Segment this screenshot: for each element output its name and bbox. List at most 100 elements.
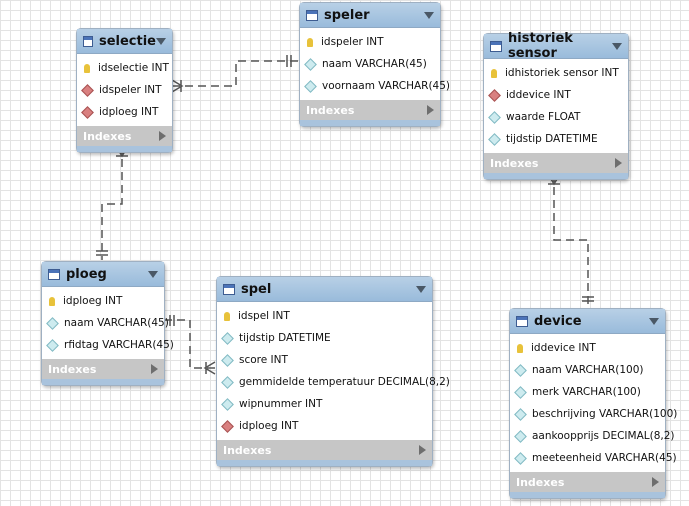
table-header[interactable]: device	[510, 309, 665, 334]
column-icon	[488, 132, 501, 146]
column-label: idspeler INT	[321, 36, 384, 48]
collapse-caret-icon[interactable]	[424, 11, 434, 19]
column-label: iddevice INT	[531, 342, 596, 354]
column-row[interactable]: idploeg INT	[217, 415, 432, 437]
table-historiek-sensor[interactable]: historiek sensor idhistoriek sensor INT …	[483, 31, 629, 180]
column-row[interactable]: idspeler INT	[77, 79, 172, 101]
column-icon	[514, 407, 527, 421]
column-label: wipnummer INT	[239, 398, 323, 410]
table-ploeg[interactable]: ploeg idploeg INT naam VARCHAR(45) rfidt…	[41, 261, 174, 386]
indexes-bar[interactable]: Indexes	[300, 100, 440, 120]
table-footer	[217, 460, 432, 466]
indexes-label: Indexes	[83, 129, 132, 143]
collapse-caret-icon[interactable]	[156, 37, 166, 45]
column-row[interactable]: idselectie INT	[77, 57, 172, 79]
table-header[interactable]: selectie	[77, 29, 172, 54]
expand-arrow-icon[interactable]	[151, 364, 158, 374]
column-row[interactable]: idploeg INT	[77, 101, 172, 123]
table-icon	[516, 315, 528, 327]
expand-arrow-icon[interactable]	[652, 477, 659, 487]
relation-ploeg-selectie	[101, 146, 123, 260]
indexes-bar[interactable]: Indexes	[77, 126, 172, 146]
table-device[interactable]: device iddevice INT naam VARCHAR(100) me…	[509, 308, 677, 499]
foreign-key-icon	[81, 105, 94, 119]
column-row[interactable]: idhistoriek sensor INT	[484, 62, 628, 84]
column-label: score INT	[239, 354, 288, 366]
column-row[interactable]: rfidtag VARCHAR(45)	[42, 334, 174, 356]
column-row[interactable]: idspel INT	[217, 305, 432, 327]
column-row[interactable]: gemmidelde temperatuur DECIMAL(8,2)	[217, 371, 450, 393]
column-row[interactable]: idspeler INT	[300, 31, 440, 53]
column-row[interactable]: naam VARCHAR(45)	[42, 312, 169, 334]
column-row[interactable]: naam VARCHAR(100)	[510, 359, 665, 381]
column-icon	[514, 363, 527, 377]
collapse-caret-icon[interactable]	[612, 42, 622, 50]
column-icon	[46, 316, 59, 330]
expand-arrow-icon[interactable]	[419, 445, 426, 455]
table-footer	[300, 120, 440, 126]
column-row[interactable]: beschrijving VARCHAR(100)	[510, 403, 677, 425]
column-label: idspel INT	[238, 310, 290, 322]
column-icon	[46, 338, 59, 352]
indexes-bar[interactable]: Indexes	[42, 359, 164, 379]
table-selectie[interactable]: selectie idselectie INT idspeler INT idp…	[76, 28, 173, 153]
column-row[interactable]: naam VARCHAR(45)	[300, 53, 440, 75]
relation-speler-selectie	[172, 60, 298, 87]
column-row[interactable]: merk VARCHAR(100)	[510, 381, 665, 403]
foreign-key-icon	[221, 419, 234, 433]
column-row[interactable]: voornaam VARCHAR(45)	[300, 75, 450, 97]
column-label: rfidtag VARCHAR(45)	[64, 339, 174, 351]
indexes-label: Indexes	[306, 103, 355, 117]
primary-key-icon	[491, 68, 497, 78]
table-header[interactable]: spel	[217, 277, 432, 302]
primary-key-icon	[224, 311, 230, 321]
indexes-bar[interactable]: Indexes	[510, 472, 665, 492]
column-label: aankoopprijs DECIMAL(8,2)	[532, 430, 675, 442]
column-row[interactable]: idploeg INT	[42, 290, 164, 312]
column-label: naam VARCHAR(100)	[532, 364, 644, 376]
column-row[interactable]: aankoopprijs DECIMAL(8,2)	[510, 425, 675, 447]
expand-arrow-icon[interactable]	[427, 105, 434, 115]
column-icon	[488, 110, 501, 124]
indexes-bar[interactable]: Indexes	[484, 153, 628, 173]
table-header[interactable]: ploeg	[42, 262, 164, 287]
table-footer	[510, 492, 665, 498]
column-row[interactable]: tijdstip DATETIME	[484, 128, 628, 150]
table-header[interactable]: historiek sensor	[484, 31, 628, 61]
column-row[interactable]: score INT	[217, 349, 432, 371]
table-icon	[490, 40, 502, 52]
column-label: gemmidelde temperatuur DECIMAL(8,2)	[239, 376, 450, 388]
column-label: voornaam VARCHAR(45)	[322, 80, 451, 92]
expand-arrow-icon[interactable]	[615, 158, 622, 168]
relation-ploeg-spel	[164, 319, 215, 369]
column-label: beschrijving VARCHAR(100)	[532, 408, 678, 420]
column-icon	[221, 397, 234, 411]
column-icon	[221, 353, 234, 367]
table-spel[interactable]: spel idspel INT tijdstip DATETIME score …	[216, 276, 450, 467]
indexes-label: Indexes	[223, 443, 272, 457]
primary-key-icon	[307, 37, 313, 47]
column-icon	[514, 385, 527, 399]
table-header[interactable]: speler	[300, 3, 440, 28]
column-row[interactable]: meeteenheid VARCHAR(45)	[510, 447, 677, 469]
column-icon	[221, 331, 234, 345]
column-row[interactable]: tijdstip DATETIME	[217, 327, 432, 349]
primary-key-icon	[49, 296, 55, 306]
column-icon	[514, 451, 527, 465]
column-row[interactable]: waarde FLOAT	[484, 106, 628, 128]
column-label: iddevice INT	[506, 89, 571, 101]
column-row[interactable]: iddevice INT	[510, 337, 665, 359]
table-icon	[306, 9, 318, 21]
column-label: idhistoriek sensor INT	[505, 67, 619, 79]
collapse-caret-icon[interactable]	[416, 285, 426, 293]
expand-arrow-icon[interactable]	[159, 131, 166, 141]
column-row[interactable]: wipnummer INT	[217, 393, 432, 415]
column-row[interactable]: iddevice INT	[484, 84, 628, 106]
primary-key-icon	[517, 343, 523, 353]
collapse-caret-icon[interactable]	[148, 270, 158, 278]
collapse-caret-icon[interactable]	[649, 317, 659, 325]
column-label: naam VARCHAR(45)	[64, 317, 169, 329]
indexes-bar[interactable]: Indexes	[217, 440, 432, 460]
table-speler[interactable]: speler idspeler INT naam VARCHAR(45) voo…	[299, 2, 450, 127]
